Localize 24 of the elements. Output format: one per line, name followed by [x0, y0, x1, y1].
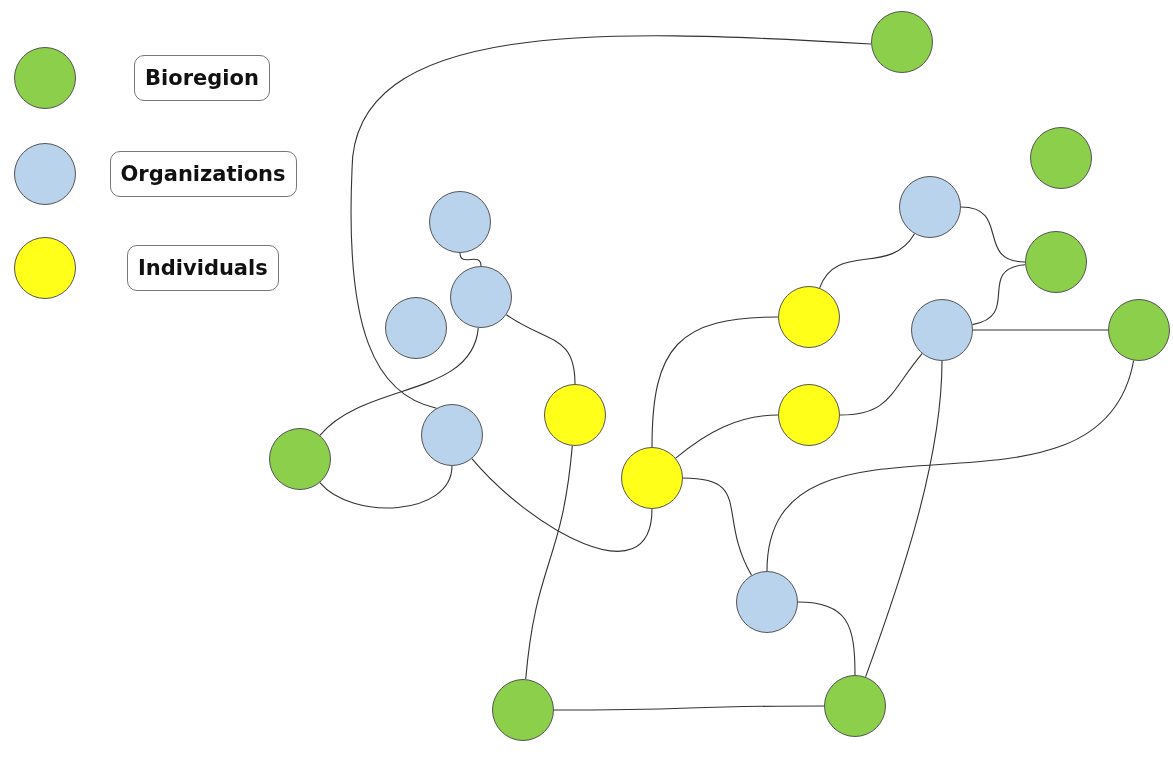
connector-line	[971, 264, 1026, 326]
connector-line	[505, 314, 576, 385]
connector-line	[319, 465, 453, 509]
node-circle	[421, 404, 483, 466]
connector-line	[553, 705, 825, 711]
connector-line	[797, 601, 856, 676]
connector-line	[471, 458, 653, 552]
connector-line	[651, 316, 779, 448]
connector-line	[960, 206, 1026, 263]
connector-line	[819, 233, 916, 289]
connector-line	[972, 329, 1109, 331]
legend-label: Individuals	[127, 245, 279, 291]
legend-label: Bioregion	[134, 55, 270, 101]
legend-label: Organizations	[109, 151, 297, 197]
connector-line	[350, 35, 872, 409]
connector-line	[525, 445, 573, 680]
connector-line	[459, 252, 482, 267]
connector-line	[675, 414, 779, 459]
connector-line	[682, 477, 753, 576]
connector-line	[865, 360, 943, 678]
connector-line	[319, 327, 479, 436]
node-circle	[269, 428, 331, 490]
connector-line	[839, 353, 923, 416]
connector-line	[766, 359, 1135, 572]
